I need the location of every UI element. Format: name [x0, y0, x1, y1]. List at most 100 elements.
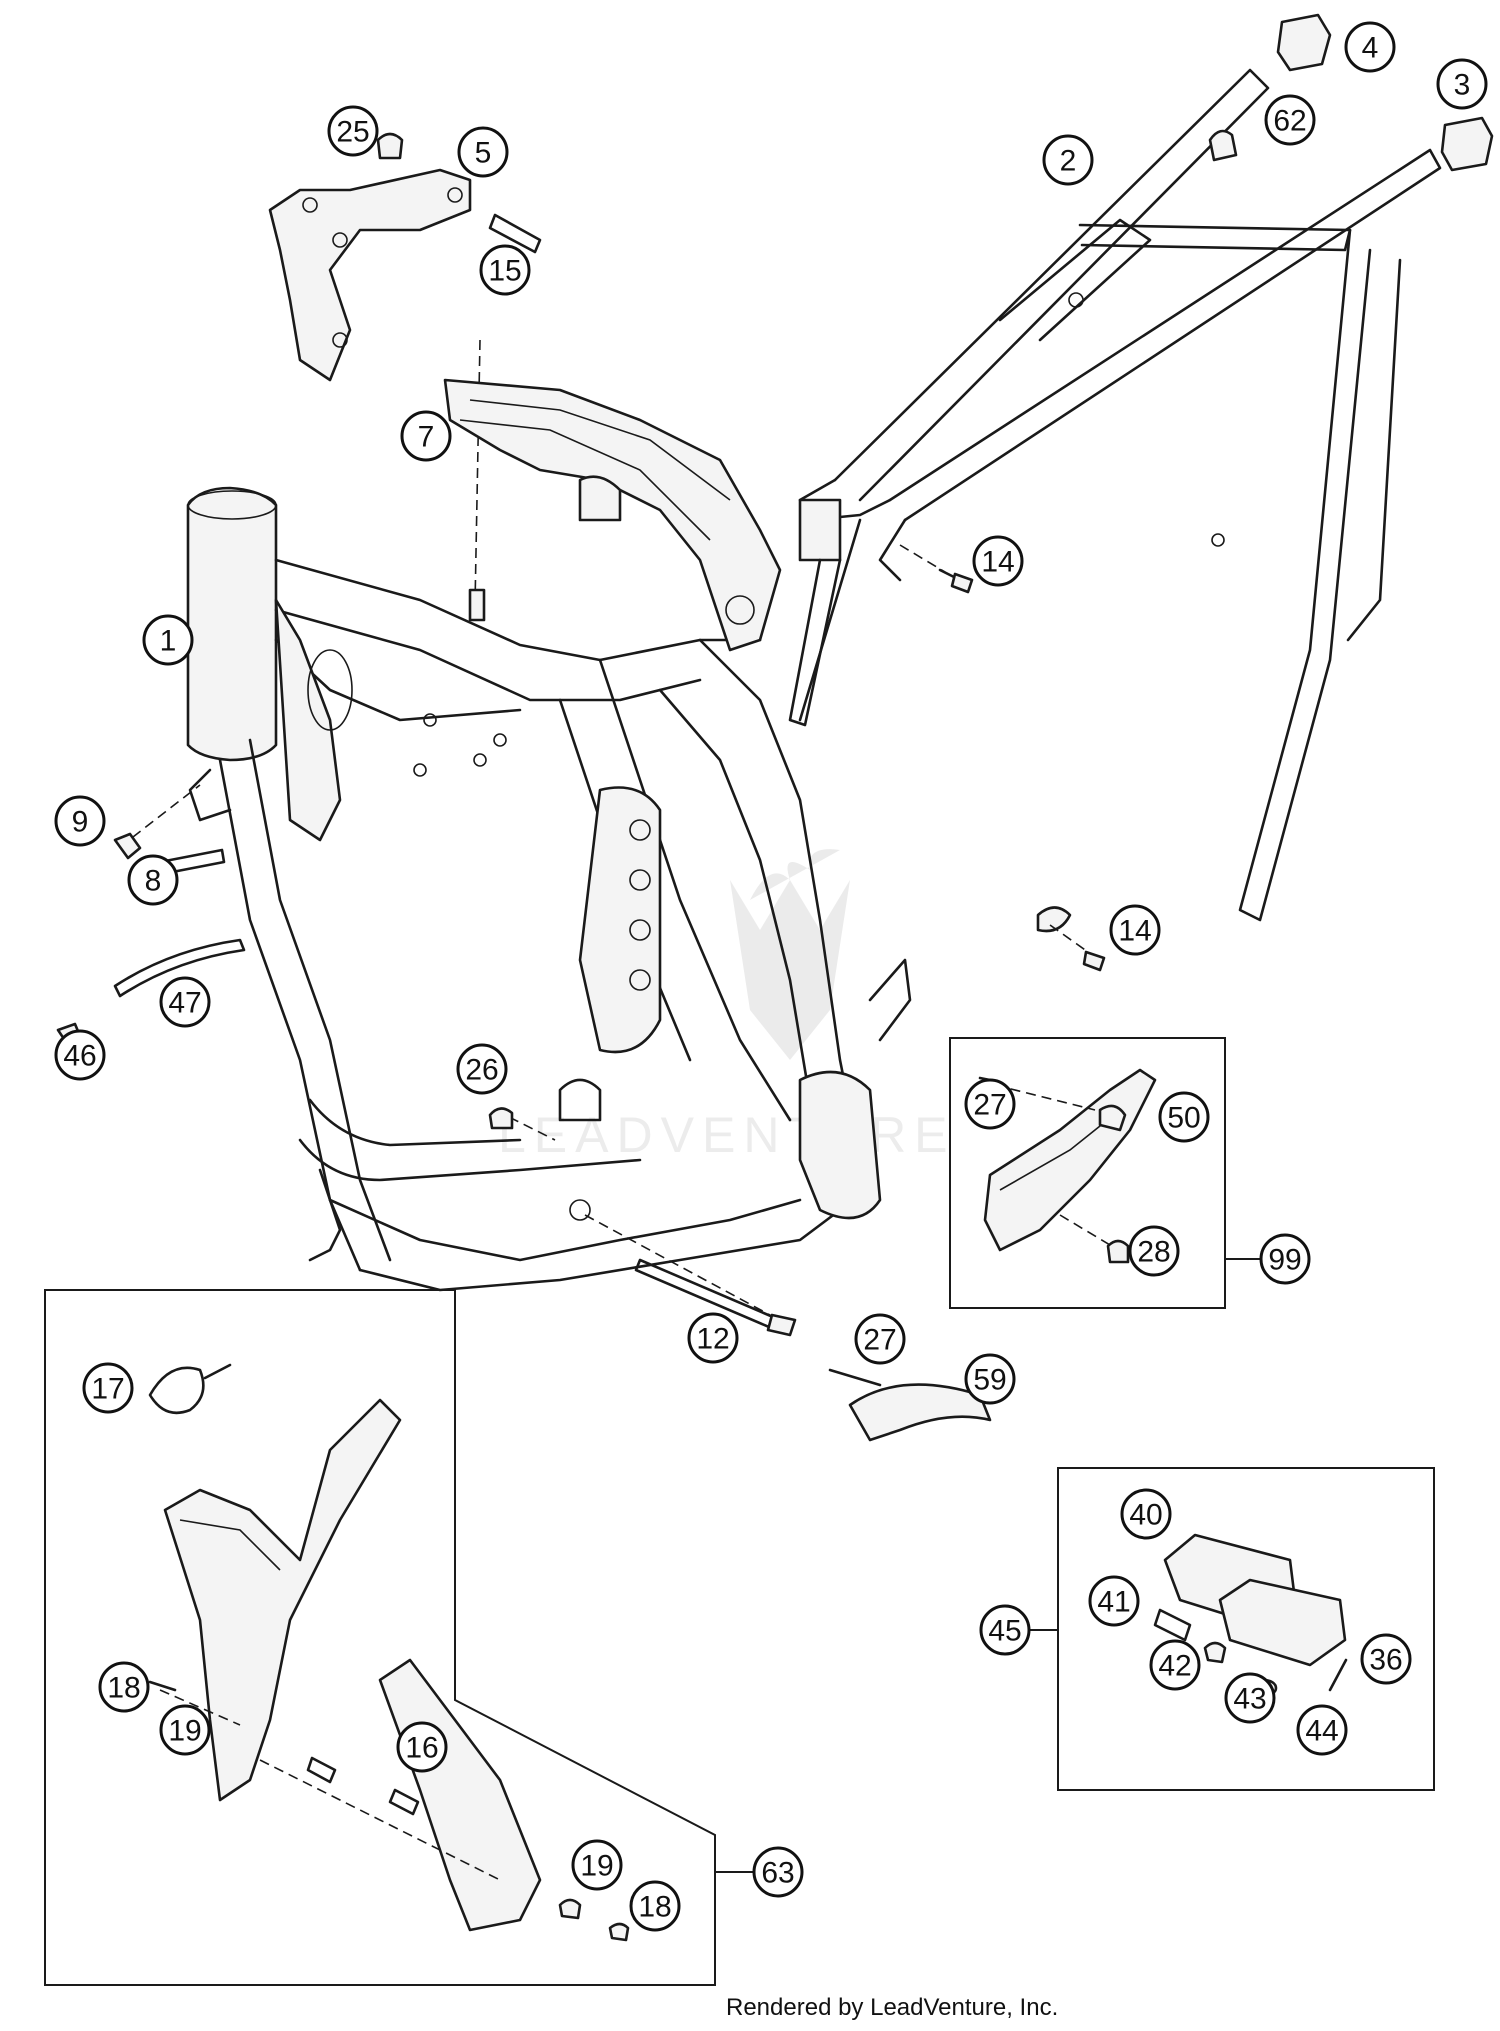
callout-ring [54, 795, 106, 847]
callout-c19b: 19 [571, 1839, 623, 1891]
callout-c62: 62 [1264, 94, 1316, 146]
callout-c44: 44 [1296, 1704, 1348, 1756]
callout-ring [1128, 1225, 1180, 1277]
callout-ring [457, 126, 509, 178]
subframe-part [788, 13, 1494, 972]
footer-credit: Rendered by LeadVenture, Inc. [726, 1994, 1059, 2021]
callout-label: 19 [168, 1715, 201, 1748]
callout-label: 36 [1369, 1644, 1402, 1677]
callout-c28: 28 [1128, 1225, 1180, 1277]
callout-c50: 50 [1158, 1091, 1210, 1143]
callout-c15: 15 [479, 244, 531, 296]
callout-ring [456, 1043, 508, 1095]
callout-label: 1 [160, 625, 177, 658]
callout-c40: 40 [1120, 1488, 1172, 1540]
callout-ring [1088, 1575, 1140, 1627]
footpeg-part [1153, 1533, 1348, 1698]
callout-label: 17 [91, 1373, 124, 1406]
callout-label: 41 [1097, 1586, 1130, 1619]
callout-label: 27 [863, 1324, 896, 1357]
callout-c14b: 14 [1109, 904, 1161, 956]
callout-label: 28 [1137, 1236, 1170, 1269]
callout-label: 45 [988, 1615, 1021, 1648]
assembly-box-63 [44, 1289, 716, 1986]
callout-label: 14 [1118, 915, 1151, 948]
callout-ring [1224, 1672, 1276, 1724]
callout-ring [159, 976, 211, 1028]
callout-ring [1344, 21, 1396, 73]
main-frame-part [119, 339, 912, 1316]
callout-label: 59 [973, 1364, 1006, 1397]
callout-c14a: 14 [972, 535, 1024, 587]
callout-ring [1436, 58, 1488, 110]
callout-label: 3 [1454, 69, 1471, 102]
callout-label: 18 [638, 1891, 671, 1924]
callout-ring [396, 1721, 448, 1773]
callout-label: 7 [418, 421, 435, 454]
callout-ring [752, 1846, 804, 1898]
callout-c59: 59 [964, 1353, 1016, 1405]
callout-c25: 25 [327, 105, 379, 157]
callout-ring [972, 535, 1024, 587]
callout-ring [98, 1661, 150, 1713]
callout-ring [1042, 134, 1094, 186]
callout-c46: 46 [54, 1029, 106, 1081]
callout-c18b: 18 [629, 1880, 681, 1932]
callout-label: 18 [107, 1672, 140, 1705]
callout-label: 40 [1129, 1499, 1162, 1532]
callout-ring [979, 1604, 1031, 1656]
callout-label: 8 [145, 865, 162, 898]
callout-label: 4 [1362, 32, 1379, 65]
callout-label: 99 [1268, 1244, 1301, 1277]
callout-ring [159, 1704, 211, 1756]
callout-c36: 36 [1360, 1633, 1412, 1685]
callout-ring [327, 105, 379, 157]
callout-c16: 16 [396, 1721, 448, 1773]
callout-label: 2 [1060, 145, 1077, 178]
chain-guide-part [978, 1068, 1157, 1264]
callout-ring [687, 1312, 739, 1364]
callout-label: 50 [1167, 1102, 1200, 1135]
callout-c27b: 27 [854, 1313, 906, 1365]
callout-label: 42 [1158, 1650, 1191, 1683]
callout-ring [1360, 1633, 1412, 1685]
callout-ring [964, 1078, 1016, 1130]
callout-ring [964, 1353, 1016, 1405]
shield-part [443, 378, 782, 652]
frame-guard-part [148, 1363, 630, 1942]
callout-label: 63 [761, 1857, 794, 1890]
callout-c5: 5 [457, 126, 509, 178]
callout-label: 19 [580, 1850, 613, 1883]
callout-ring [1259, 1233, 1311, 1285]
callout-c17: 17 [82, 1362, 134, 1414]
callout-c26: 26 [456, 1043, 508, 1095]
callout-ring [571, 1839, 623, 1891]
callout-ring [127, 854, 179, 906]
callout-label: 16 [405, 1732, 438, 1765]
callout-c7: 7 [400, 410, 452, 462]
callout-c27a: 27 [964, 1078, 1016, 1130]
callout-label: 46 [63, 1040, 96, 1073]
callout-label: 25 [336, 116, 369, 149]
callout-c99: 99 [1259, 1233, 1311, 1285]
callout-ring [1296, 1704, 1348, 1756]
callout-c4: 4 [1344, 21, 1396, 73]
callout-ring [142, 614, 194, 666]
callout-ring [1120, 1488, 1172, 1540]
callout-c41: 41 [1088, 1575, 1140, 1627]
watermark-text: LEADVENTURE [498, 1107, 956, 1163]
guard-part [828, 1368, 992, 1442]
callout-c8: 8 [127, 854, 179, 906]
callout-label: 5 [475, 137, 492, 170]
callout-c18a: 18 [98, 1661, 150, 1713]
callout-c19a: 19 [159, 1704, 211, 1756]
bolt-part [634, 1258, 797, 1337]
callout-c63: 63 [752, 1846, 804, 1898]
callout-label: 27 [973, 1089, 1006, 1122]
callout-c9: 9 [54, 795, 106, 847]
callout-c42: 42 [1149, 1639, 1201, 1691]
small-fastener-parts [56, 832, 514, 1130]
